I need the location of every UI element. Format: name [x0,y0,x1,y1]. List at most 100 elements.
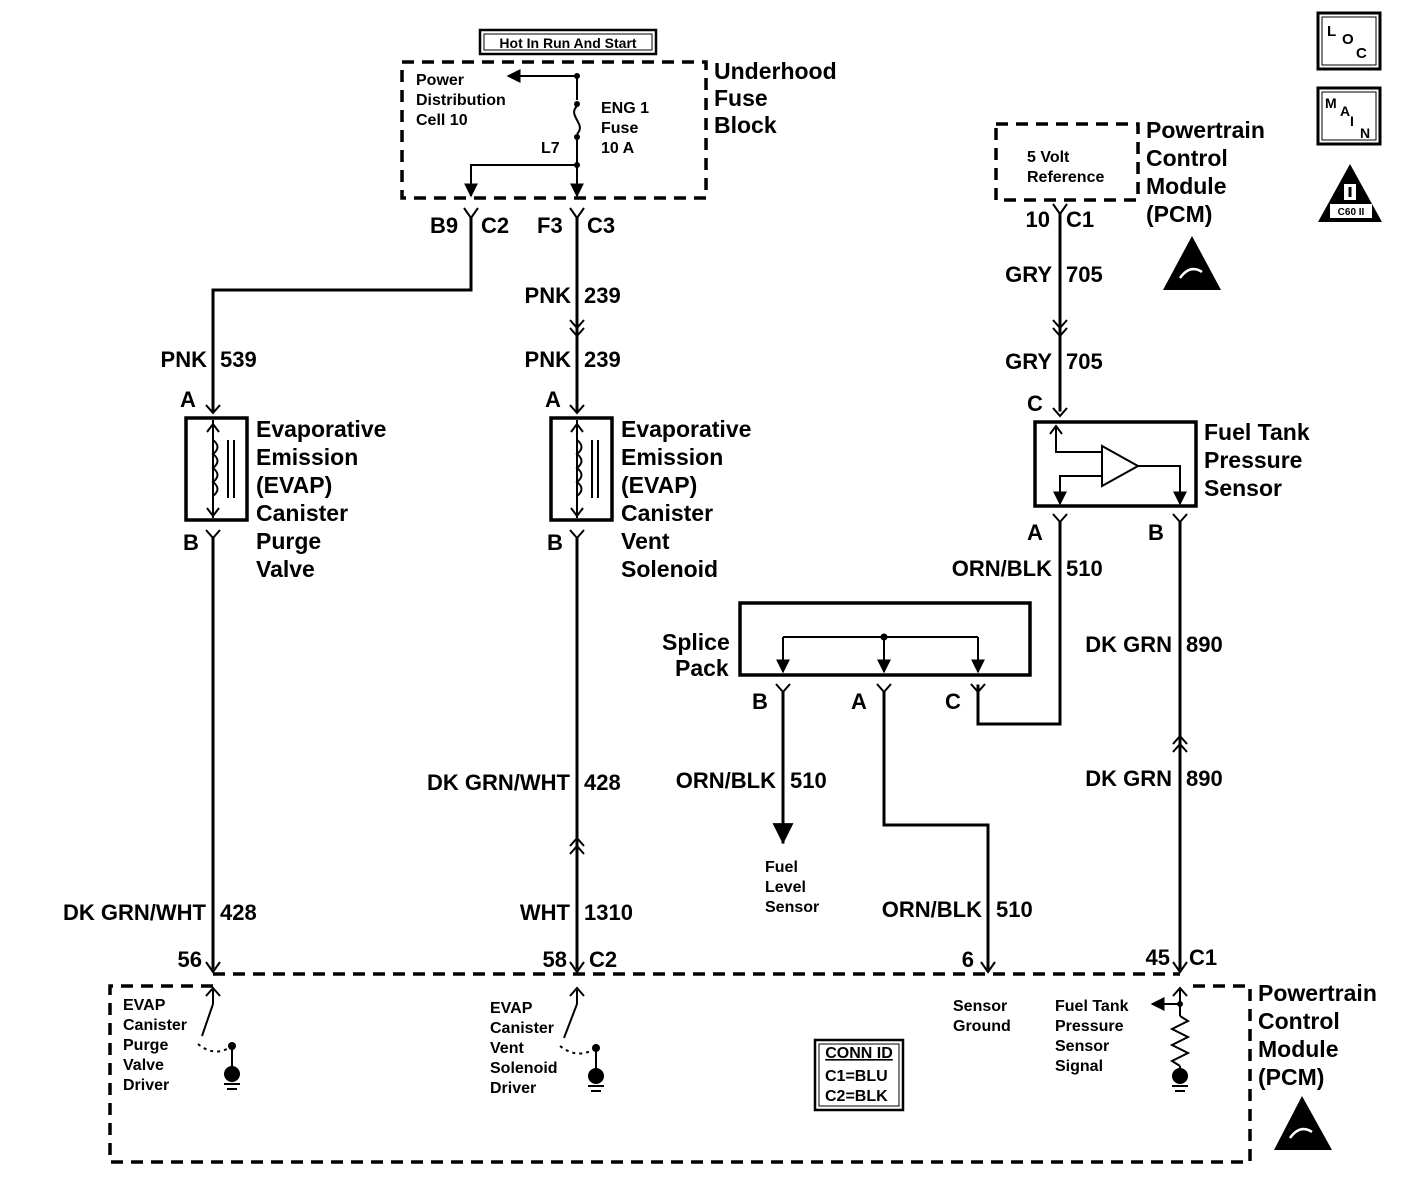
fuel-tank-pressure-sensor: C Fuel Tank Pressure Sensor A B [1027,391,1310,545]
svg-text:Fuse: Fuse [714,85,768,111]
amplifier-icon [1101,444,1141,488]
svg-text:Evaporative: Evaporative [256,416,386,442]
svg-text:Hot In Run And Start: Hot In Run And Start [499,35,636,51]
svg-text:890: 890 [1186,632,1223,657]
inline-connector-icon [569,319,585,338]
svg-text:Valve: Valve [123,1057,164,1074]
svg-text:Pressure: Pressure [1204,447,1302,473]
svg-text:Underhood: Underhood [714,58,837,84]
svg-text:A: A [180,387,196,412]
svg-text:Canister: Canister [123,1017,187,1034]
svg-text:Purge: Purge [123,1037,168,1054]
svg-text:Vent: Vent [490,1040,524,1057]
svg-text:239: 239 [584,283,621,308]
svg-text:PNK: PNK [525,347,572,372]
svg-text:A: A [851,689,867,714]
svg-text:Vent: Vent [621,528,670,554]
svg-text:705: 705 [1066,349,1103,374]
svg-text:ENG 1: ENG 1 [601,100,649,117]
svg-text:Signal: Signal [1055,1058,1103,1075]
esd-warning-icon [1274,1096,1332,1150]
svg-text:Driver: Driver [490,1080,536,1097]
conn-id-box: CONN ID C1=BLU C2=BLK [813,1038,905,1112]
loc-icon[interactable]: L O C [1316,11,1382,71]
vent-driver-label: EVAP Canister Vent Solenoid Driver [490,1000,558,1097]
svg-text:Powertrain: Powertrain [1258,980,1377,1006]
svg-text:C1: C1 [1066,207,1094,232]
conn-b9: B9 [430,213,458,238]
svg-text:Cell 10: Cell 10 [416,112,468,129]
svg-text:Ground: Ground [953,1018,1011,1035]
svg-text:(EVAP): (EVAP) [256,472,332,498]
svg-text:Canister: Canister [490,1020,554,1037]
svg-text:10: 10 [1026,207,1050,232]
svg-text:Fuse: Fuse [601,120,638,137]
svg-text:EVAP: EVAP [490,1000,533,1017]
svg-text:A: A [1027,520,1043,545]
svg-text:Splice: Splice [662,629,730,655]
wire-orn-blk-510-sensor [976,520,1062,726]
svg-text:C: C [1027,391,1043,416]
svg-text:Power: Power [416,72,464,89]
resistor-icon [1169,1015,1191,1067]
svg-text:B: B [183,530,199,555]
svg-text:L: L [1327,23,1336,40]
svg-text:C2: C2 [589,947,617,972]
svg-text:ORN/BLK: ORN/BLK [952,556,1052,581]
svg-text:ORN/BLK: ORN/BLK [882,897,982,922]
svg-text:Fuel Tank: Fuel Tank [1055,998,1129,1015]
conn-c3: C3 [587,213,615,238]
svg-text:DK GRN/WHT: DK GRN/WHT [63,900,207,925]
svg-text:GRY: GRY [1005,349,1052,374]
svg-text:428: 428 [220,900,257,925]
svg-text:Canister: Canister [621,500,713,526]
svg-text:45: 45 [1146,945,1170,970]
svg-text:C2=BLK: C2=BLK [825,1088,888,1105]
svg-text:DK GRN: DK GRN [1085,766,1172,791]
svg-text:239: 239 [584,347,621,372]
coil-icon [211,439,219,497]
svg-text:428: 428 [584,770,621,795]
svg-text:510: 510 [790,768,827,793]
svg-text:Sensor: Sensor [953,998,1007,1015]
svg-text:Module: Module [1258,1036,1339,1062]
caution-icon[interactable]: C60 II [1318,164,1382,222]
svg-text:B: B [752,689,768,714]
svg-text:ORN/BLK: ORN/BLK [676,768,776,793]
svg-text:Canister: Canister [256,500,348,526]
purge-valve-label: Evaporative Emission (EVAP) Canister Pur… [256,416,386,582]
inline-connector-icon [1052,319,1068,338]
svg-text:O: O [1342,31,1354,48]
svg-text:WHT: WHT [520,900,571,925]
svg-text:705: 705 [1066,262,1103,287]
svg-text:Emission: Emission [621,444,723,470]
svg-text:N: N [1360,125,1370,141]
underhood-fuse-block: Underhood Fuse Block Power Distribution … [400,58,837,200]
svg-text:C60 II: C60 II [1338,207,1365,218]
svg-text:C1=BLU: C1=BLU [825,1068,888,1085]
main-icon[interactable]: M A I N [1316,86,1382,146]
svg-text:A: A [545,387,561,412]
svg-text:10 A: 10 A [601,140,635,157]
svg-text:Control: Control [1146,145,1228,171]
svg-text:PNK: PNK [525,283,572,308]
svg-text:Sensor: Sensor [1055,1038,1109,1055]
svg-text:Pressure: Pressure [1055,1018,1124,1035]
svg-text:Reference: Reference [1027,169,1104,186]
svg-text:Purge: Purge [256,528,321,554]
svg-text:C: C [945,689,961,714]
svg-text:A: A [1340,103,1350,119]
svg-text:6: 6 [962,947,974,972]
pressure-signal-label: Fuel Tank Pressure Sensor Signal [1055,998,1129,1075]
svg-text:Evaporative: Evaporative [621,416,751,442]
pcm-top-title: Powertrain Control Module (PCM) [1146,117,1265,227]
fuse-icon [573,105,581,135]
pressure-sensor-label: Fuel Tank Pressure Sensor [1204,419,1310,501]
svg-text:Solenoid: Solenoid [621,556,718,582]
splice-pack: Splice Pack B A C [662,601,1032,714]
svg-text:(EVAP): (EVAP) [621,472,697,498]
pressure-signal-input-icon [1150,986,1191,1092]
svg-text:I: I [1350,113,1354,129]
l7-label: L7 [541,140,560,157]
